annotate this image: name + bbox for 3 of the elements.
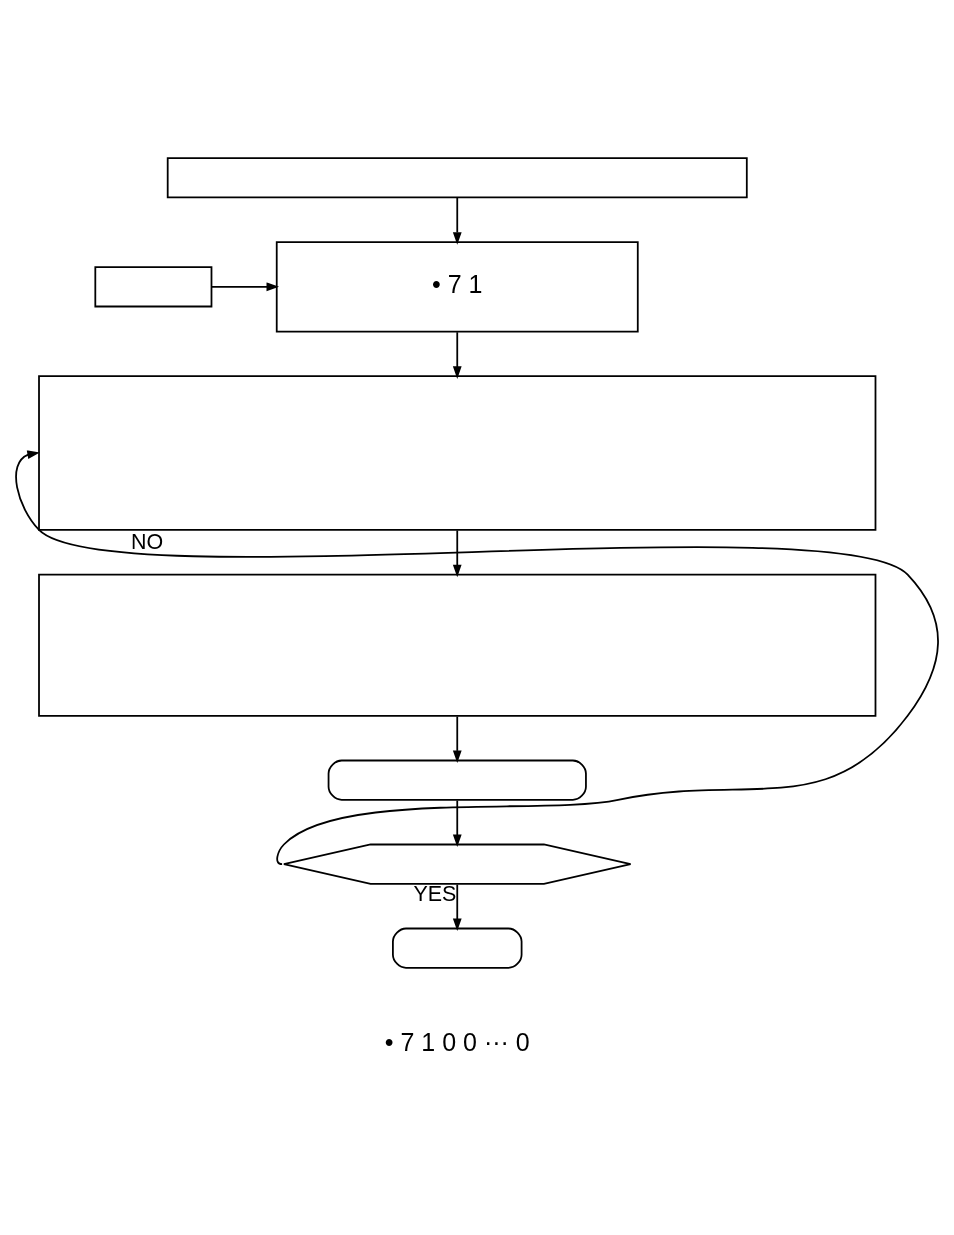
- label: • 7 1 0 0 ··· 0: [384, 1028, 530, 1057]
- edge-label: NO: [131, 530, 164, 555]
- edge-label: YES: [413, 882, 457, 907]
